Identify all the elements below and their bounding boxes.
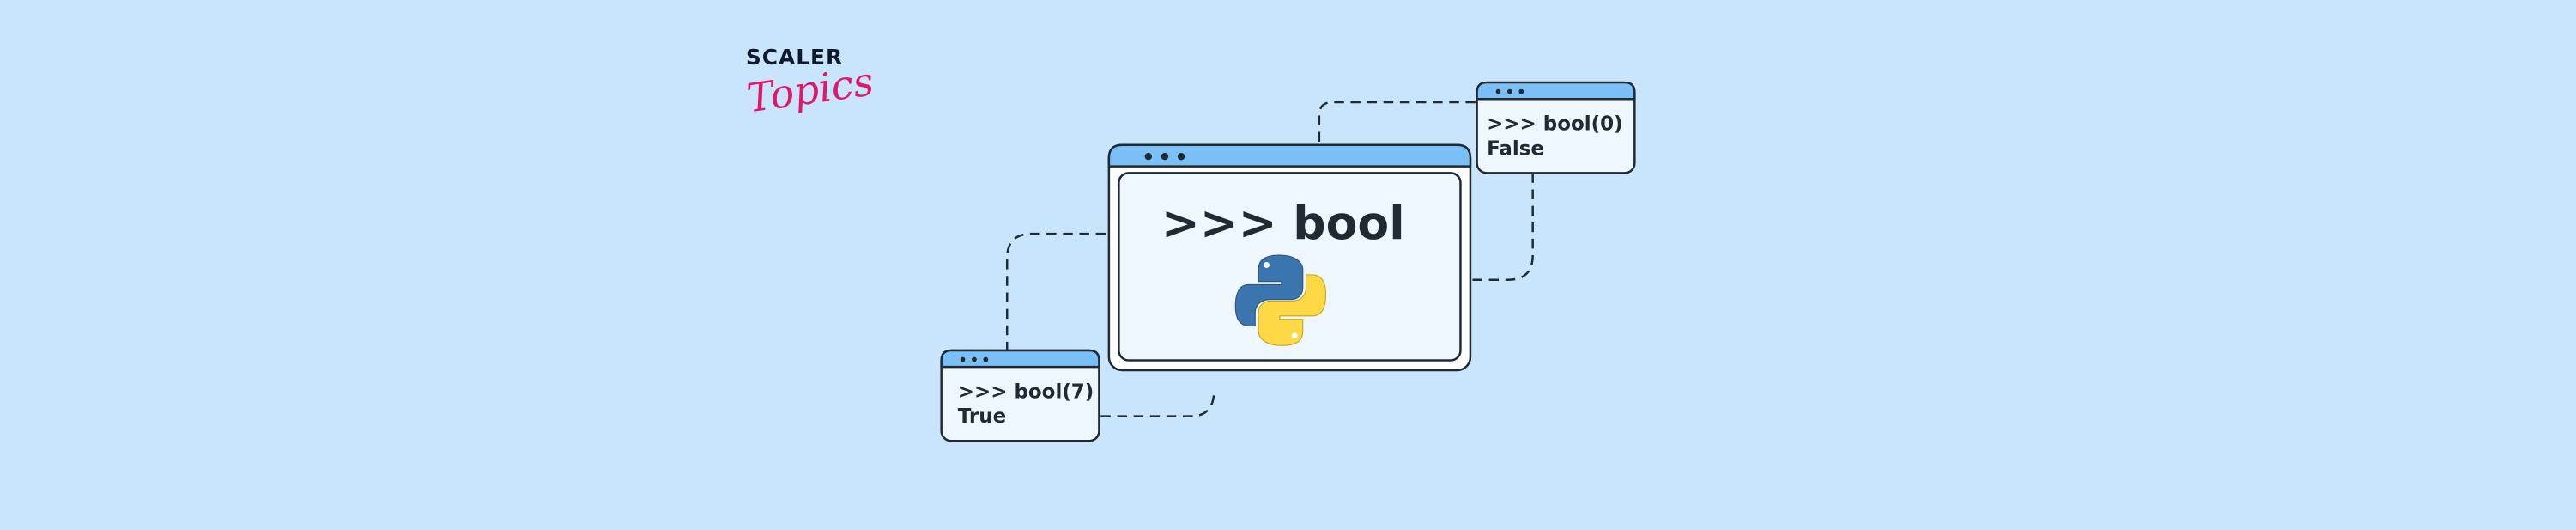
logo-scaler-text: SCALER [746,45,843,70]
output-line: True [958,405,1006,428]
example-window-titlebar [1476,81,1636,101]
scaler-topics-logo: SCALER Topics [744,45,876,121]
window-dot-icon [1177,152,1185,161]
example-window-false: >>> bool(0) False [1476,81,1636,174]
window-dot-icon [1495,88,1501,94]
code-line: >>> bool(0) [1487,113,1622,136]
connector-bottom [1100,389,1215,417]
window-dot-icon [1518,88,1524,94]
output-line: False [1487,137,1544,160]
window-dot-icon [1507,88,1512,94]
window-dot-icon [1161,152,1169,161]
connector-left [1005,232,1106,351]
window-dot-icon [983,356,989,362]
example-window-true: >>> bool(7) True [940,349,1100,442]
connector-right [1470,173,1534,281]
example-window-titlebar [940,349,1100,369]
main-window-titlebar [1107,143,1472,168]
window-dot-icon [1144,152,1153,161]
main-window-title: >>> bool [1161,196,1405,250]
window-dot-icon [960,356,966,362]
code-line: >>> bool(7) [958,381,1094,404]
window-dot-icon [972,356,977,362]
connector-top [1318,101,1477,142]
python-logo-icon [1234,254,1327,346]
main-window: >>> bool [1107,143,1472,372]
